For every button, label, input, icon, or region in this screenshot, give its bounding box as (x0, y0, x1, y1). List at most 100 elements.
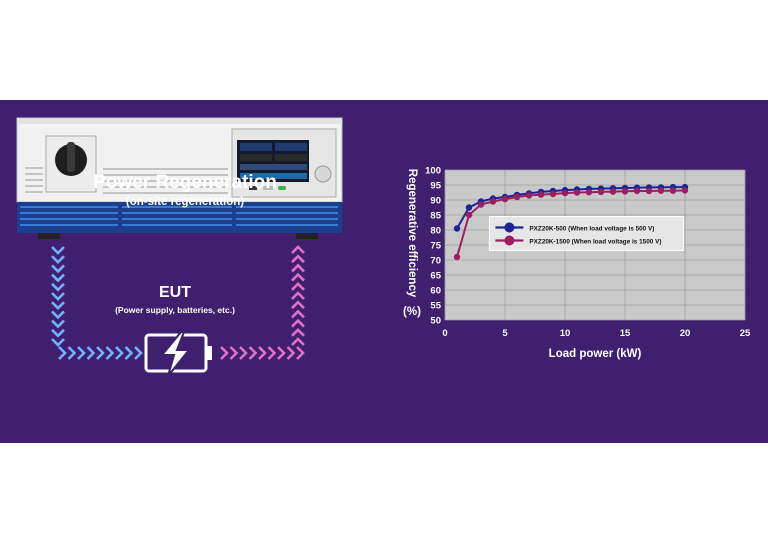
chevron-arrow-icon (51, 301, 65, 311)
battery-lightning-icon (144, 331, 212, 377)
chevron-arrow-icon (96, 346, 105, 360)
chevron-arrow-icon (51, 273, 65, 283)
chevron-arrow-icon (296, 346, 305, 360)
series-point (501, 195, 509, 203)
chevron-arrow-icon (291, 245, 305, 346)
chevron-arrow-icon (291, 318, 305, 328)
chevron-arrow-icon (51, 246, 65, 255)
y-tick-label: 85 (430, 211, 441, 222)
series-point (633, 187, 641, 195)
chevron-arrow-icon (291, 281, 305, 291)
series-point (477, 201, 485, 208)
eut-label: EUT (159, 284, 191, 301)
series-point (537, 191, 545, 198)
chevron-arrow-icon (58, 346, 67, 360)
chevron-arrow-icon (134, 346, 143, 360)
x-tick-labels: 0 5 10 15 20 25 (442, 328, 751, 339)
x-tick-label: 15 (620, 328, 631, 339)
chevron-arrow-icon (267, 346, 277, 360)
chevron-arrow-icon (51, 310, 65, 320)
chevron-arrow-icon (77, 346, 86, 360)
series-point (453, 225, 461, 232)
series-point (549, 190, 557, 198)
power-regeneration-subtitle: (on-site regeneration) (125, 196, 245, 208)
chevron-arrow-icon (51, 282, 65, 292)
series-point (621, 188, 629, 195)
series-point (669, 187, 677, 194)
chevron-arrow-icon (220, 346, 229, 360)
y-tick-label: 90 (430, 196, 441, 207)
power-regeneration-title: Power Regeneration (93, 172, 277, 193)
x-tick-label: 0 (442, 328, 447, 339)
chevron-arrow-icon (51, 264, 65, 274)
x-axis-label: Load power (kW) (549, 348, 642, 360)
chevron-arrow-icon (51, 319, 65, 329)
chevron-arrow-icon (291, 309, 305, 319)
legend-box (488, 216, 684, 251)
series-point (573, 189, 581, 196)
chevron-arrow-icon (291, 254, 305, 264)
series-point (525, 192, 533, 199)
legend: PXZ20K-500 (When load voltage is 500 V) P… (488, 216, 684, 251)
series-point (657, 187, 665, 194)
legend-swatch-marker (504, 222, 515, 233)
chevron-arrow-icon (229, 346, 239, 360)
y-tick-label: 100 (425, 166, 441, 177)
y-tick-label: 60 (430, 286, 441, 297)
y-tick-label: 70 (430, 256, 441, 267)
y-tick-label: 50 (430, 316, 441, 327)
chevron-arrow-icon (51, 338, 65, 347)
series-point (609, 188, 617, 195)
chevron-arrow-icon (51, 328, 65, 338)
eut-sublabel: (Power supply, batteries, etc.) (115, 305, 235, 315)
chevron-arrow-icon (286, 346, 296, 360)
y-tick-label: 95 (430, 181, 441, 192)
chevron-arrow-icon (291, 337, 305, 346)
chevron-arrow-icon (86, 346, 96, 360)
chevron-arrow-icon (291, 327, 305, 337)
chevron-arrow-icon (248, 346, 258, 360)
y-axis-label: Regenerative efficiency (406, 169, 418, 298)
series-point (585, 189, 593, 196)
x-tick-label: 10 (560, 328, 571, 339)
series-point (597, 188, 605, 196)
series-point (561, 189, 569, 197)
legend-entry-label: PXZ20K-1500 (When load voltage is 1500 V… (529, 239, 661, 246)
chevron-arrow-icon (291, 245, 305, 254)
chevron-arrow-icon (291, 291, 305, 300)
series-point (681, 187, 689, 194)
chevron-arrow-icon (105, 346, 115, 360)
y-axis-unit: (%) (403, 306, 421, 318)
chevron-arrow-icon (58, 346, 305, 360)
y-tick-label: 75 (430, 241, 441, 252)
chevron-arrow-icon (258, 346, 267, 360)
chevron-arrow-icon (124, 346, 134, 360)
chevron-arrow-icon (291, 300, 305, 310)
series-point (465, 211, 473, 219)
x-tick-label: 5 (502, 328, 508, 339)
x-tick-label: 25 (740, 328, 751, 339)
chevron-arrow-icon (239, 346, 248, 360)
chevron-arrow-icon (291, 263, 305, 273)
y-tick-label: 55 (430, 301, 441, 312)
series-point (465, 204, 473, 211)
chevron-arrow-icon (51, 255, 65, 265)
chevron-arrow-icon (291, 272, 305, 282)
legend-swatch-marker (504, 235, 515, 246)
chevron-arrow-icon (51, 292, 65, 301)
series-point (453, 253, 461, 261)
chevron-arrow-icon (51, 246, 65, 347)
legend-entry-label: PXZ20K-500 (When load voltage is 500 V) (529, 226, 654, 233)
series-point (489, 198, 497, 205)
x-tick-label: 20 (680, 328, 691, 339)
chevron-arrow-icon (67, 346, 77, 360)
series-point (645, 187, 653, 195)
series-layer (453, 183, 689, 261)
chevron-arrow-icon (115, 346, 124, 360)
series-point (513, 193, 521, 201)
y-tick-label: 65 (430, 271, 441, 282)
